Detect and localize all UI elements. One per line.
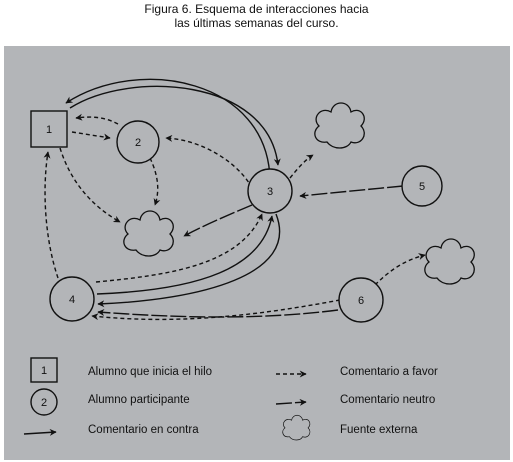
- edge-3-to-4-neutral: [97, 213, 281, 308]
- legend: 1 Alumno que inicia el hilo 2 Alumno par…: [23, 357, 438, 441]
- legend-square-number: 1: [41, 365, 47, 377]
- legend-favor-label: Comentario a favor: [340, 366, 438, 378]
- legend-square-label: Alumno que inicia el hilo: [88, 366, 212, 378]
- caption-line-1: Figura 6. Esquema de interacciones hacia: [144, 2, 369, 16]
- edge-1-to-3-neutral: [69, 85, 281, 166]
- edge-3-to-1-neutral: [65, 78, 271, 181]
- edge-3-to-cloud-a-favor: [289, 154, 314, 179]
- node-4-label: 4: [69, 294, 75, 306]
- node-2-label: 2: [135, 137, 141, 149]
- node-1-label: 1: [46, 124, 52, 136]
- edge-6-to-4-neutral: [97, 308, 339, 318]
- diagram-panel: [4, 46, 510, 460]
- node-3-circle: [247, 168, 293, 214]
- legend-contra-arrow-icon: [23, 428, 57, 436]
- legend-circle-symbol: [30, 388, 58, 416]
- edge-4-to-1-favor: [43, 151, 59, 279]
- node-5-label: 5: [419, 181, 425, 193]
- edge-3-to-cloud-b-neutral: [183, 204, 253, 237]
- legend-external-label: Fuente externa: [340, 424, 418, 436]
- legend-circle-label: Alumno participante: [88, 394, 190, 406]
- node-5-circle: [401, 165, 443, 207]
- edge-4-to-3-neutral: [96, 215, 275, 295]
- legend-neutral-arrow-icon: [275, 398, 307, 406]
- node-4-circle: [49, 276, 95, 322]
- legend-circle-number: 2: [41, 397, 47, 409]
- figure-caption: Figura 6. Esquema de interacciones hacia…: [0, 2, 513, 30]
- caption-line-2: las últimas semanas del curso.: [174, 16, 339, 30]
- node-2-circle: [116, 120, 160, 164]
- legend-square-symbol: [30, 357, 58, 383]
- node-1-square: [30, 110, 68, 148]
- edge-6-to-cloud-c-favor: [374, 253, 426, 286]
- legend-neutral-label: Comentario neutro: [340, 394, 435, 406]
- edge-1-to-cloud-b-favor: [59, 147, 121, 223]
- legend-contra-label: Comentario en contra: [88, 424, 199, 436]
- edge-4-to-3-favor: [95, 213, 263, 283]
- edge-2-to-cloud-b-favor: [149, 157, 161, 206]
- node-6-circle: [338, 277, 384, 323]
- node-6-label: 6: [358, 295, 364, 307]
- edge-2-to-1-favor: [75, 113, 119, 125]
- edge-3-to-2-favor: [165, 134, 253, 189]
- node-3-label: 3: [267, 186, 273, 198]
- edge-5-to-3-neutral: [299, 185, 404, 199]
